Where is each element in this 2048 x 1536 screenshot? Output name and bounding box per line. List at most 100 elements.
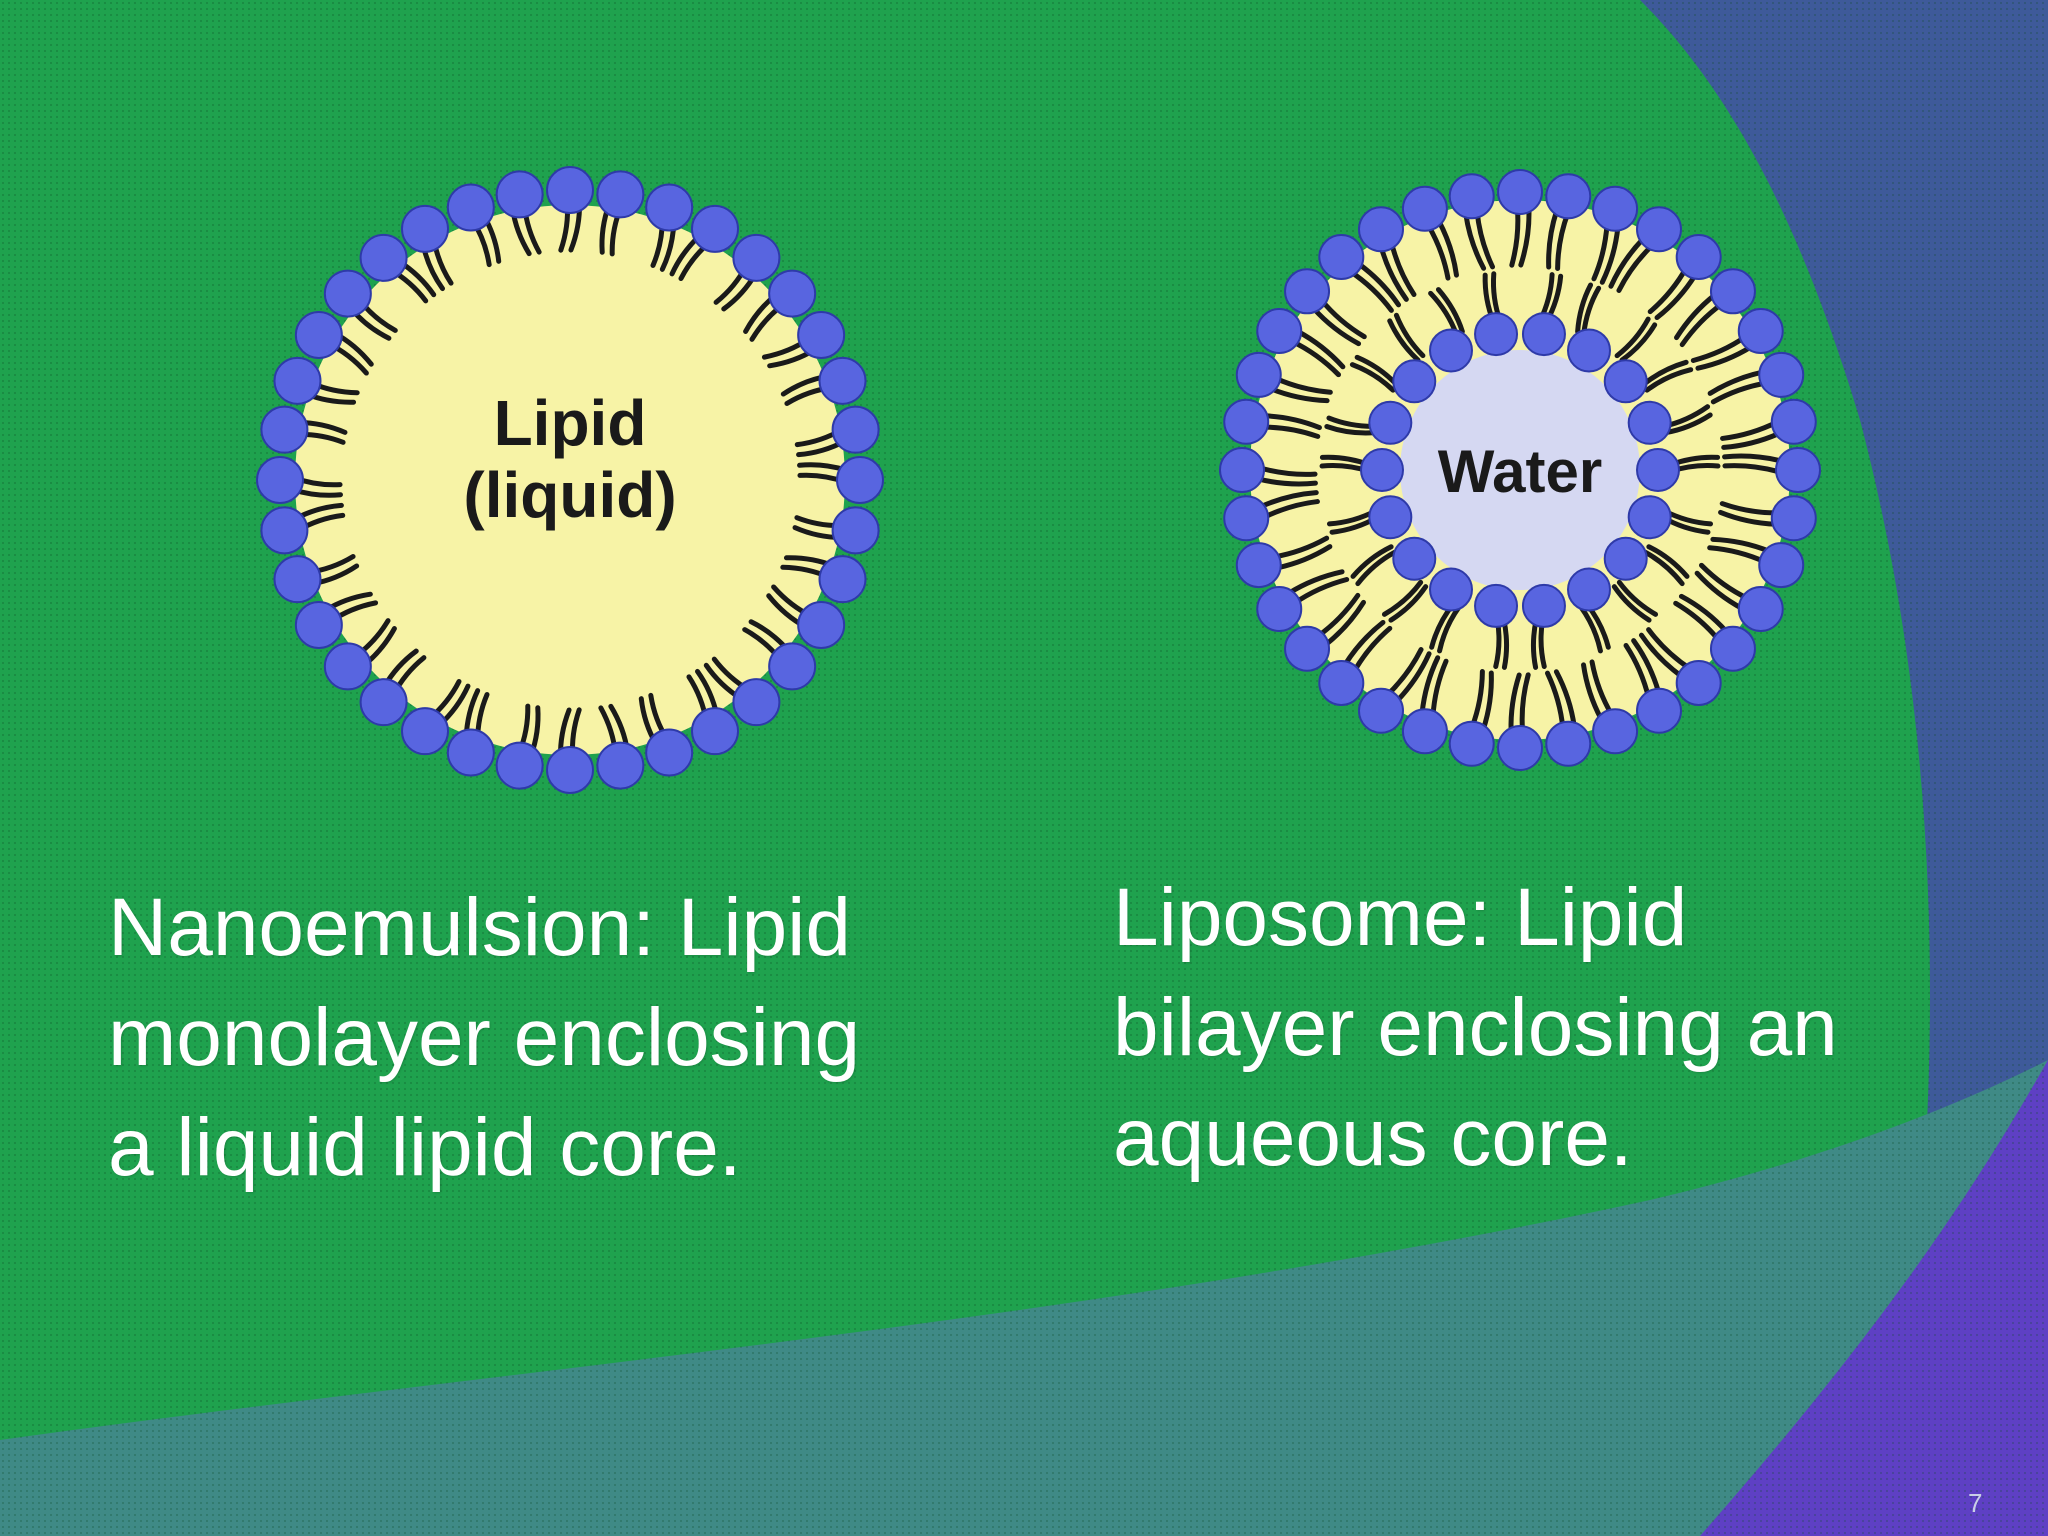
phospholipid-head [1636, 448, 1680, 492]
lipid-tail [1646, 544, 1690, 579]
phospholipid-head [1497, 169, 1543, 215]
phospholipid-head [1737, 308, 1784, 354]
phospholipid-head [1521, 583, 1566, 628]
lipid-tail [1614, 316, 1651, 359]
caption-line: a liquid lipid core. [108, 1102, 742, 1193]
phospholipid-head [1256, 586, 1303, 632]
phospholipid-head [1775, 447, 1821, 493]
lipid-tail [1349, 362, 1396, 393]
phospholipid-head [260, 405, 309, 454]
lipid-tail [1644, 367, 1694, 393]
phospholipid-head [1603, 536, 1648, 581]
phospholipid-head [401, 707, 449, 756]
lipid-tail [1381, 579, 1424, 617]
phospholipid-head [831, 405, 880, 454]
phospholipid-head [1592, 708, 1639, 755]
lipid-tail [1324, 423, 1378, 436]
lipid-tail [1619, 322, 1658, 363]
phospholipid-head [797, 601, 846, 649]
phospholipid-head [1219, 447, 1265, 493]
phospholipid-head [495, 741, 544, 790]
phospholipid-head [1675, 659, 1722, 706]
lipid-tail [1611, 584, 1652, 623]
outer-phospholipid-heads [1219, 169, 1821, 771]
phospholipid-head [273, 555, 322, 604]
phospholipid-head [1318, 234, 1365, 281]
phospholipid-head [1567, 567, 1611, 612]
phospholipid-head [1636, 687, 1682, 734]
phospholipid-head [294, 601, 343, 649]
phospholipid-head [359, 678, 408, 727]
phospholipid-head [260, 506, 309, 555]
caption-line: monolayer enclosing [108, 992, 861, 1083]
phospholipid-head [1636, 206, 1682, 253]
phospholipid-head [768, 269, 817, 318]
phospholipid-head [596, 170, 645, 219]
core-label-liquid: (liquid) [463, 459, 676, 531]
phospholipid-head [1758, 351, 1805, 398]
phospholipid-heads [256, 166, 884, 794]
phospholipid-head [273, 356, 322, 405]
phospholipid-head [691, 707, 739, 756]
lipid-tail [1599, 224, 1621, 285]
phospholipid-head [495, 170, 544, 219]
phospholipid-head [1392, 359, 1437, 404]
phospholipid-head [1545, 720, 1592, 767]
phospholipid-head [1474, 312, 1519, 357]
phospholipid-head [546, 746, 594, 794]
lipid-tail [1631, 638, 1662, 695]
phospholipid-head [836, 456, 884, 504]
phospholipid-head [446, 728, 495, 777]
phospholipid-head [1358, 206, 1404, 253]
phospholipid-head [1368, 495, 1413, 540]
phospholipid-head [1401, 185, 1448, 232]
phospholipid-head [1603, 359, 1648, 404]
water-core-shape [1400, 350, 1640, 590]
phospholipid-head [1223, 398, 1270, 445]
phospholipid-head [732, 233, 781, 282]
phospholipid-head [831, 506, 880, 555]
lipid-tail [1616, 579, 1659, 617]
lipid-core-shape [295, 205, 845, 755]
phospholipid-head [1709, 625, 1756, 672]
lipid-tail [1419, 655, 1441, 716]
lipid-tail [1721, 430, 1782, 450]
phospholipid-head [691, 204, 739, 253]
phospholipid-head [1401, 708, 1448, 755]
phospholipid-head [1627, 495, 1672, 540]
lipid-tail [1355, 549, 1398, 587]
lipid-tail [1378, 245, 1409, 302]
core-label-water: Water [1438, 438, 1602, 505]
phospholipid-head [1545, 173, 1592, 220]
phospholipid-head [818, 356, 867, 405]
phospholipid-head [1256, 308, 1303, 354]
phospholipid-head [359, 233, 408, 282]
phospholipid-head [1223, 495, 1270, 542]
phospholipid-head [1709, 268, 1756, 315]
phospholipid-head [818, 555, 867, 604]
phospholipid-head [1567, 328, 1611, 373]
phospholipid-head [1770, 495, 1817, 542]
lipid-tail [1393, 312, 1426, 359]
lipid-tail [1255, 476, 1318, 487]
lipid-tail [1394, 651, 1432, 704]
phospholipid-head [645, 183, 694, 232]
phospholipid-head [1448, 720, 1495, 767]
nanoemulsion-caption: Nanoemulsion: Lipid monolayer enclosing … [108, 873, 860, 1203]
phospholipid-head [1284, 268, 1331, 315]
liposome-caption: Liposome: Lipid bilayer enclosing an aqu… [1113, 863, 1838, 1193]
nanoemulsion-diagram: Lipid (liquid) [256, 166, 884, 794]
phospholipid-head [1675, 234, 1722, 281]
caption-line: bilayer enclosing an [1113, 982, 1838, 1073]
lipid-tail [1387, 318, 1421, 363]
caption-line: aqueous core. [1113, 1092, 1633, 1183]
phospholipid-head [323, 269, 372, 318]
inner-phospholipid-heads [1360, 312, 1680, 628]
phospholipid-head [323, 642, 372, 691]
phospholipid-head [1360, 448, 1404, 492]
phospholipid-head [446, 183, 495, 232]
phospholipid-head [1318, 659, 1365, 706]
phospholipid-head [768, 642, 817, 691]
phospholipid-head [596, 741, 645, 790]
phospholipid-head [1474, 583, 1519, 628]
